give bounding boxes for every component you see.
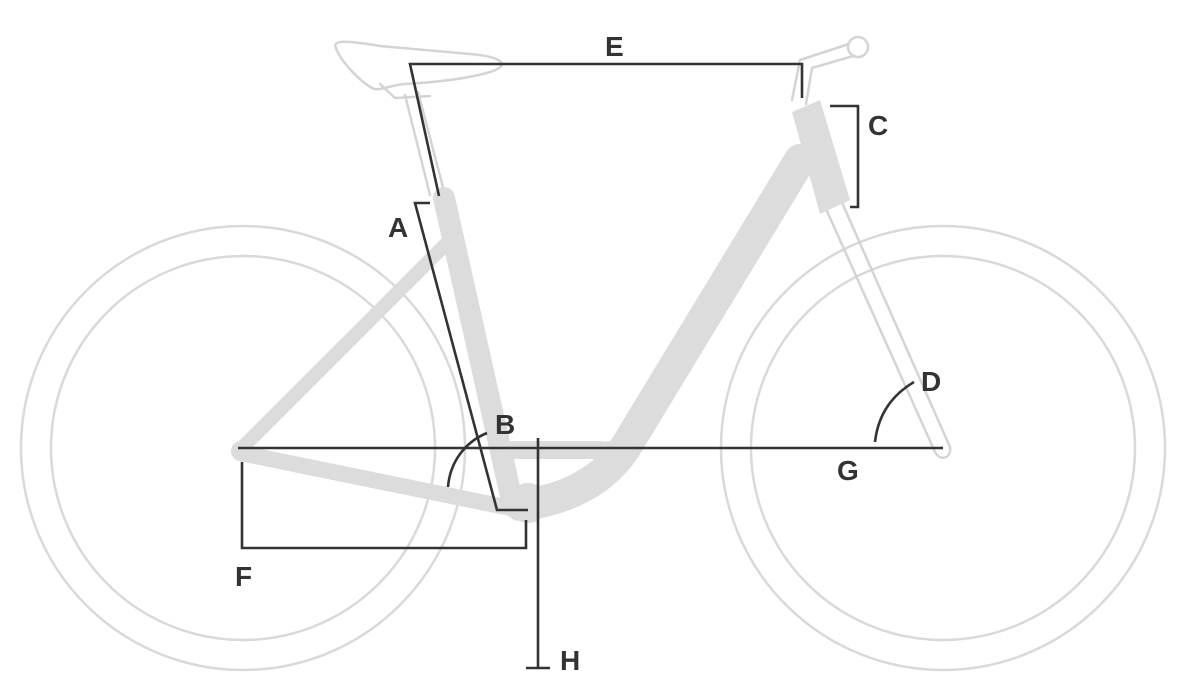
seatpost — [403, 90, 447, 197]
chainstay — [232, 445, 528, 518]
label-e: E — [605, 31, 624, 62]
saddle — [334, 40, 503, 100]
dim-arc-d — [873, 380, 915, 443]
bottom-bracket — [508, 483, 548, 523]
saddle-shape — [334, 40, 503, 91]
label-f: F — [235, 561, 252, 592]
dim-line-c — [830, 104, 860, 209]
stem — [790, 40, 862, 106]
dim-arc-b — [446, 431, 488, 488]
dim-line-e — [408, 62, 804, 197]
rear-dropout — [231, 441, 251, 461]
head-tube — [792, 100, 850, 214]
fork — [820, 196, 952, 459]
label-a: A — [388, 212, 408, 243]
label-g: G — [837, 455, 859, 486]
dim-line-f — [240, 462, 528, 550]
label-d: D — [921, 366, 941, 397]
dim-line-h — [526, 438, 550, 670]
frame — [231, 100, 850, 523]
dim-line-a — [413, 201, 528, 512]
label-c: C — [868, 110, 888, 141]
dimension-lines — [238, 62, 943, 670]
label-h: H — [560, 645, 580, 676]
handlebar-end — [846, 35, 870, 59]
handlebar — [790, 35, 870, 106]
seatstay — [233, 238, 452, 457]
label-b: B — [495, 409, 515, 440]
dimension-labels: A B C D E F G H — [235, 31, 941, 676]
